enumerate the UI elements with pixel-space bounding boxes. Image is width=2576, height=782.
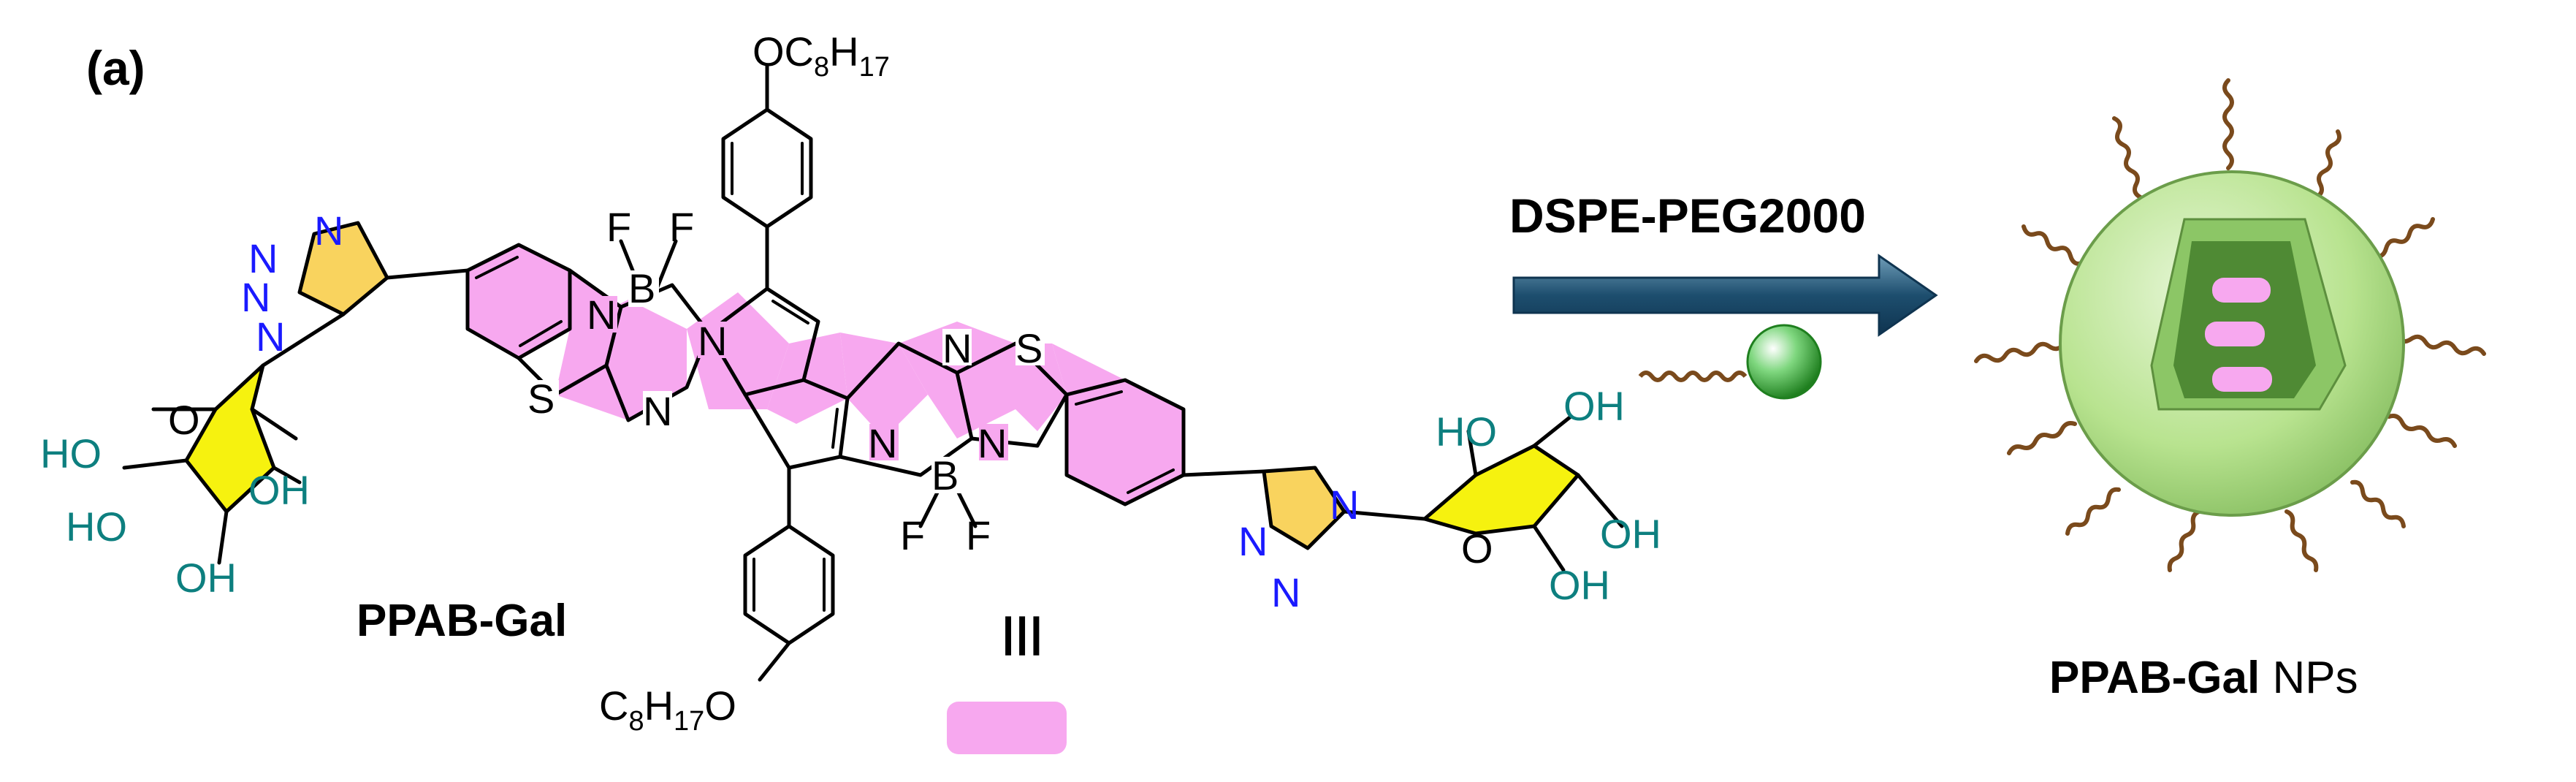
left-benzene (465, 243, 572, 360)
atom-n: N (978, 420, 1007, 466)
atom-s: S (1015, 325, 1043, 371)
bottom-aryl-ring (743, 524, 835, 645)
atom-n: N (942, 325, 972, 371)
compound-name: PPAB-Gal (357, 596, 567, 646)
hydroxyl-label: OH (1563, 383, 1625, 429)
atom-f: F (669, 204, 694, 250)
panel-label: (a) (86, 41, 145, 95)
right-triazole (1262, 466, 1346, 550)
atom-f: F (966, 512, 991, 558)
equivalence-symbol: ≡ (978, 612, 1068, 659)
atom-s: S (527, 376, 555, 422)
atom-b: B (931, 452, 959, 498)
atom-n: N (643, 388, 672, 434)
atom-labels: N B F F N N S N S N N B F F N N N N N N … (40, 204, 1661, 615)
substituent-bottom-label: C8H17O (599, 683, 736, 737)
triazole-n: N (1330, 482, 1359, 528)
hydroxyl-label: OH (1600, 511, 1661, 557)
core-legend-pill (947, 702, 1067, 754)
hydroxyl-label: OH (175, 555, 237, 601)
triazole-n: N (256, 314, 285, 360)
hydroxyl-label: OH (248, 467, 310, 513)
reaction-arrow (1512, 254, 1938, 337)
core-fill (468, 245, 1184, 504)
left-triazole (297, 221, 389, 316)
atom-n: N (587, 292, 616, 338)
triazole-n: N (248, 235, 278, 281)
triazole-n: N (1271, 569, 1300, 615)
atom-b: B (628, 265, 655, 311)
hydroxyl-label: OH (1549, 562, 1610, 608)
lipid-peg-icon (1638, 324, 1822, 400)
ppab-gal-structure (122, 64, 1624, 682)
product-label: PPAB-Gal NPs (2049, 653, 2358, 703)
atom-n: N (868, 420, 897, 466)
top-aryl-ring (721, 107, 813, 229)
reagent-label: DSPE-PEG2000 (1509, 189, 1866, 243)
atom-f: F (900, 512, 925, 558)
atom-n: N (698, 318, 727, 364)
hydroxyl-label: HO (66, 504, 127, 550)
nanoparticle (1974, 78, 2486, 572)
right-sugar-ring (1422, 444, 1580, 536)
ring-oxygen: O (1461, 525, 1493, 572)
ring-oxygen: O (168, 397, 200, 443)
triazole-n: N (314, 208, 343, 254)
triazole-n: N (241, 274, 270, 320)
atom-f: F (606, 204, 631, 250)
substituent-top-label: OC8H17 (752, 29, 890, 83)
hydroxyl-label: HO (1436, 409, 1497, 455)
hydroxyl-label: HO (40, 430, 102, 477)
triazole-n: N (1238, 518, 1268, 564)
